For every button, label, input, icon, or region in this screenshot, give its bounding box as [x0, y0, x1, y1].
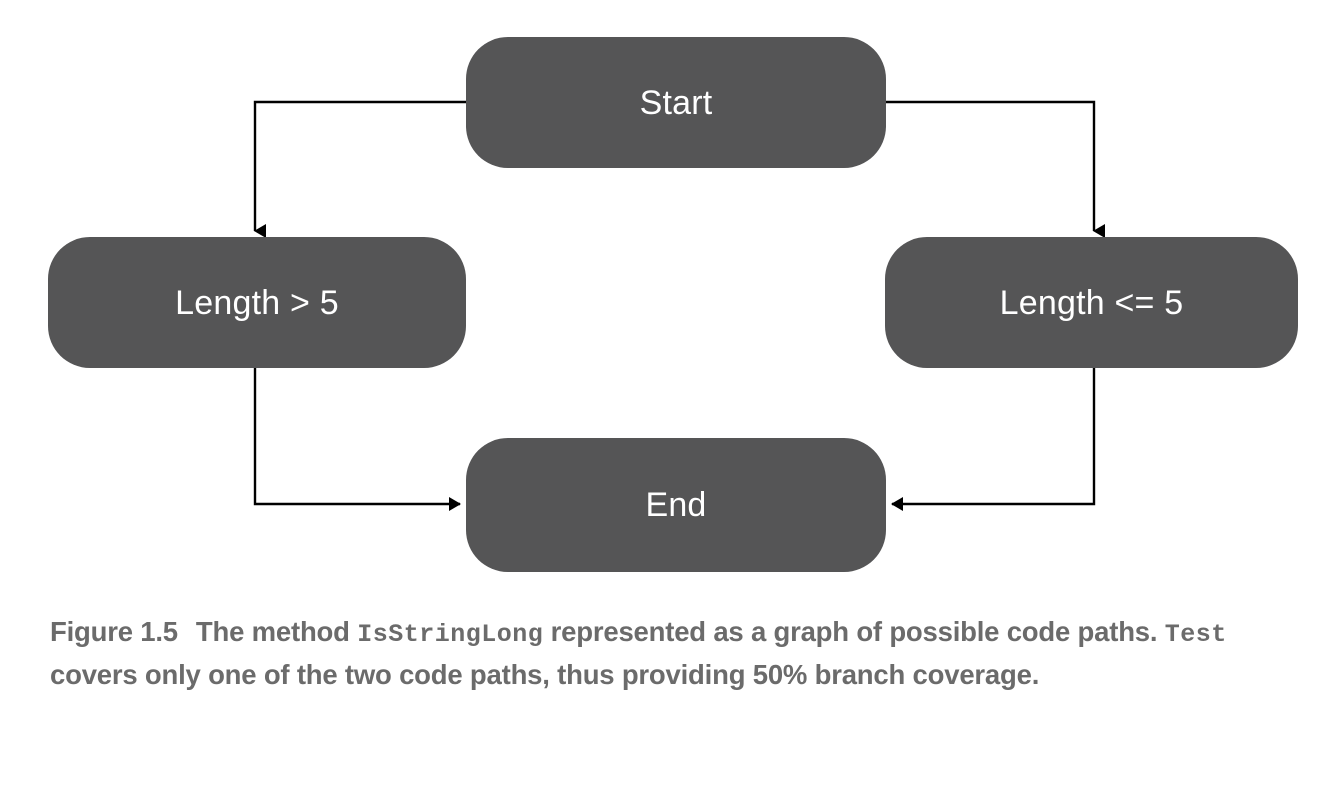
node-end-label: End — [645, 486, 707, 524]
node-length-less-equal-5[interactable]: Length <= 5 — [885, 237, 1298, 368]
node-end[interactable]: End — [466, 438, 886, 572]
flowchart-diagram: Start Length > 5 Length <= 5 End — [48, 37, 1298, 572]
edge-length-gt-to-end — [253, 368, 461, 511]
caption-code-test: Test — [1164, 620, 1227, 649]
caption-text-part-2: represented as a graph of possible code … — [543, 616, 1165, 647]
node-length-greater-than-5-label: Length > 5 — [175, 283, 339, 322]
caption-text-part-3: covers only one of the two code paths, t… — [50, 659, 1040, 690]
caption-text-part-1: The method — [195, 616, 358, 647]
figure-number: Figure 1.5 — [50, 616, 178, 647]
node-length-greater-than-5[interactable]: Length > 5 — [48, 237, 466, 368]
edge-layer — [253, 100, 1105, 511]
node-length-less-equal-5-label: Length <= 5 — [999, 283, 1184, 322]
edge-start-to-length-gt — [253, 100, 466, 238]
node-start[interactable]: Start — [466, 37, 886, 168]
edge-length-lte-to-end — [891, 368, 1096, 511]
node-start-label: Start — [639, 83, 713, 122]
edge-start-to-length-lte — [886, 100, 1105, 238]
caption-code-is-string-long: IsStringLong — [357, 620, 544, 649]
figure-caption: Figure 1.5 The method IsStringLong repres… — [50, 612, 1300, 695]
